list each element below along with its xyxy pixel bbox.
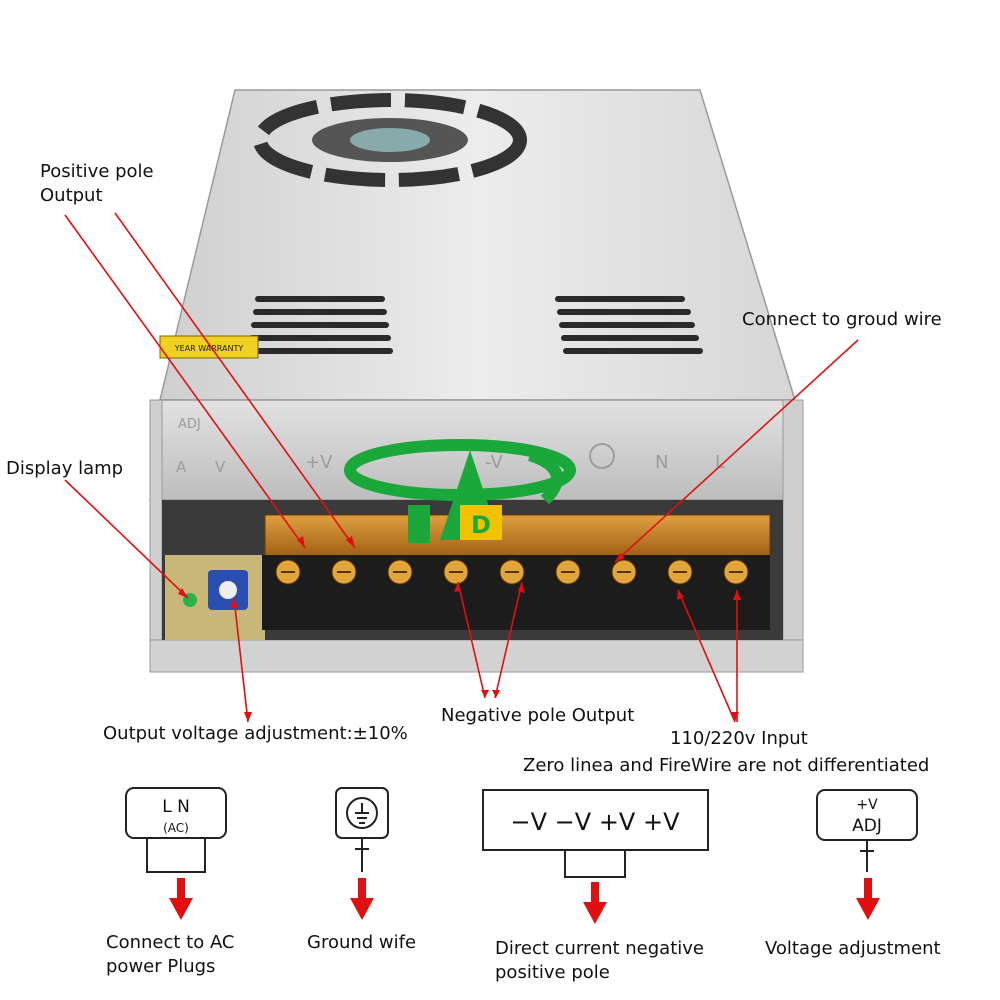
terminal-block [262, 514, 771, 630]
ground-wire-label: Connect to groud wire [742, 309, 942, 330]
fan-grill [253, 93, 527, 187]
adj-label: ADJ [178, 417, 201, 432]
ac-caption-1: Connect to AC [106, 932, 235, 953]
svg-text:D: D [471, 511, 491, 539]
callout-arrows [64, 212, 859, 723]
warranty-sticker-text: YEAR WARRANTY [174, 344, 244, 353]
adj-box-top: +V [856, 797, 878, 813]
n-label: N [655, 452, 668, 473]
display-lamp-label: Display lamp [6, 458, 124, 479]
positive-output-label-1: Positive pole [40, 161, 154, 182]
legend-red-arrows [169, 878, 880, 924]
negative-output-label: Negative pole Output [441, 705, 635, 726]
zero-fire-label: Zero linea and FireWire are not differen… [523, 755, 930, 776]
ac-box-top: L N [162, 797, 190, 817]
callout-arrowheads [178, 536, 741, 722]
adj-box-bottom: ADJ [852, 816, 882, 836]
ground-caption: Ground wife [307, 932, 417, 953]
front-labels: ADJ A V +V -V N L [176, 417, 725, 476]
dc-box-text: −V −V +V +V [511, 808, 681, 836]
legend-box-text: L N (AC) −V −V +V +V +V ADJ [162, 797, 882, 836]
plus-v-label: +V [305, 452, 333, 473]
dc-caption-1: Direct current negative [495, 938, 704, 959]
brand-logo: D [344, 439, 576, 543]
legend [125, 787, 918, 878]
l-label: L [715, 452, 725, 473]
warranty-sticker: YEAR WARRANTY [159, 335, 259, 359]
input-label: 110/220v Input [670, 728, 808, 749]
ac-caption-2: power Plugs [106, 956, 216, 977]
voltage-adjust-label: Output voltage adjustment:±10% [103, 723, 408, 744]
adj-caption: Voltage adjustment [765, 938, 941, 959]
positive-output-label-2: Output [40, 185, 103, 206]
a-label: A [176, 458, 187, 476]
ac-box-sub: (AC) [163, 821, 189, 835]
vent-slots-right [555, 296, 703, 354]
minus-v-label: -V [485, 452, 503, 473]
v-label: V [215, 458, 226, 476]
dc-caption-2: positive pole [495, 962, 610, 983]
vent-slots-left [247, 296, 393, 354]
